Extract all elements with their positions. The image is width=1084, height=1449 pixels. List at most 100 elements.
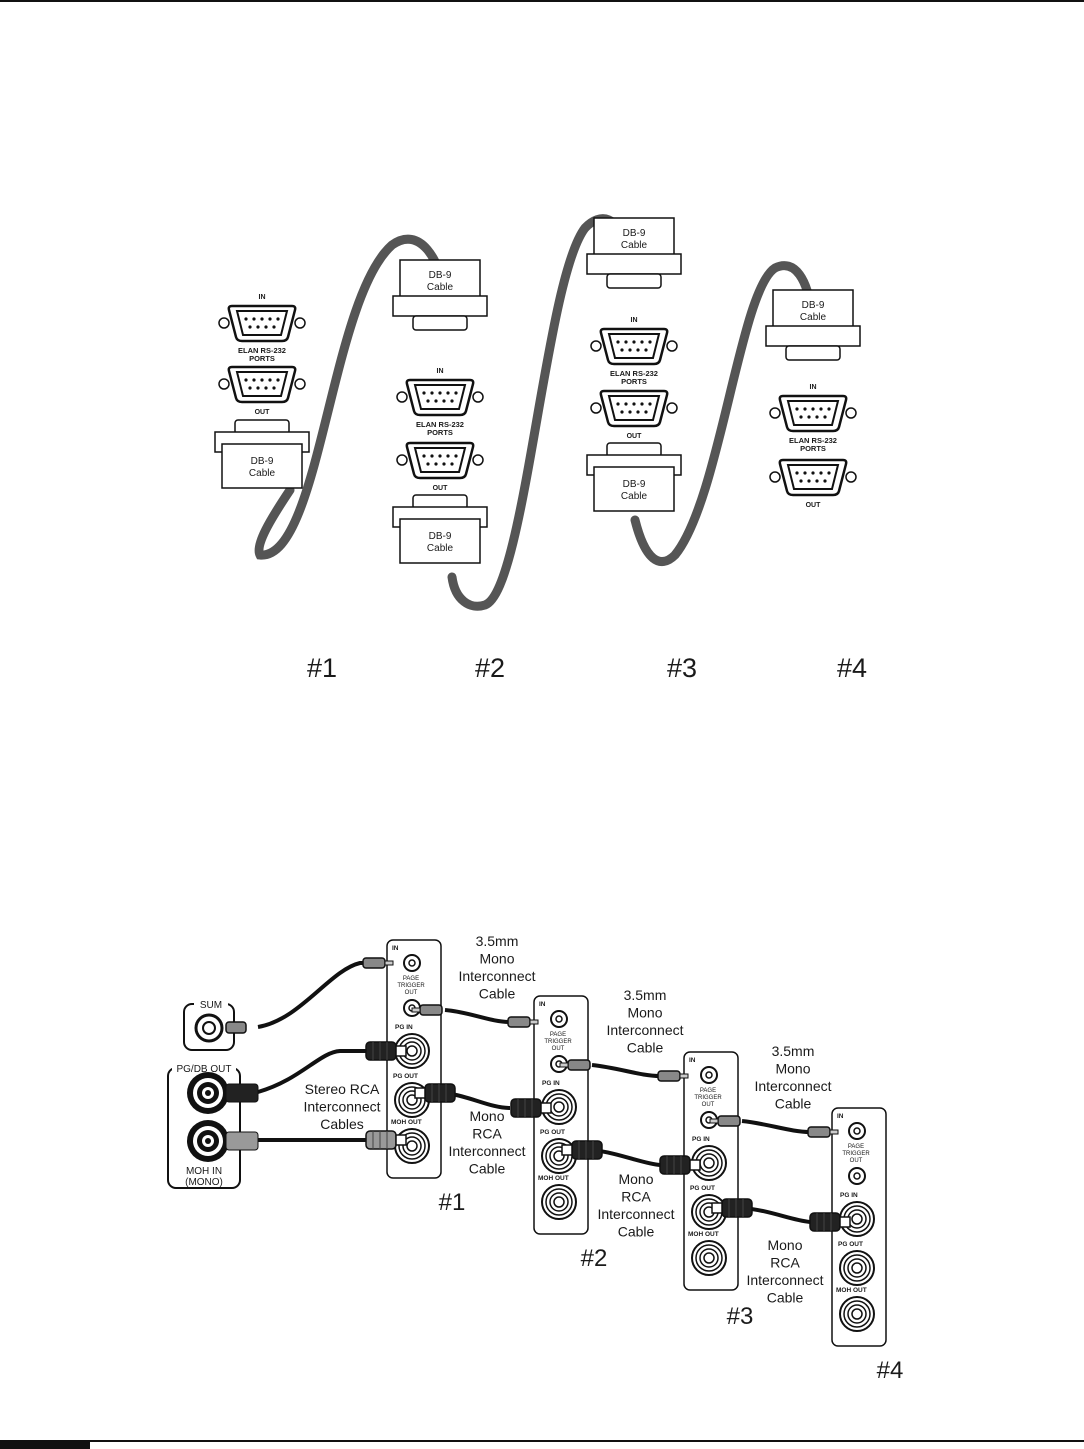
caption-line: Interconnect (458, 968, 535, 984)
pg-in-jack-icon (691, 1145, 727, 1181)
caption-line: Cables (320, 1116, 364, 1132)
caption-line: RCA (621, 1189, 651, 1205)
db9-port-icon (396, 378, 484, 417)
caption-line: RCA (472, 1126, 502, 1142)
db9-cable-label: DB-9 (802, 300, 825, 311)
rca-plug-icon (365, 1041, 407, 1061)
db9-cable-sublabel: Cable (427, 282, 454, 293)
out-label: OUT (255, 409, 271, 416)
panel-in-label: IN (539, 1001, 546, 1008)
panel-in-label: IN (689, 1057, 696, 1064)
db9-port-icon (218, 304, 306, 343)
unit-number: #1 (307, 653, 337, 683)
rca-plug-icon (561, 1140, 603, 1160)
ports-label: ELAN RS-232 (238, 346, 286, 355)
bottom-rule (0, 1440, 1084, 1442)
out-label: OUT (627, 433, 643, 440)
caption-line: Mono (469, 1108, 504, 1124)
caption-line: Interconnect (606, 1022, 683, 1038)
caption-line: Cable (618, 1224, 655, 1240)
pg-in-label: PG IN (542, 1080, 560, 1087)
page-trigger-label: PAGE (550, 1032, 566, 1038)
pg-in-jack-icon (394, 1033, 430, 1069)
page-trigger-label: TRIGGER (842, 1151, 870, 1157)
ports-sublabel: PORTS (427, 428, 453, 437)
pg-in-label: PG IN (395, 1024, 413, 1031)
moh-in-jack-icon (187, 1120, 229, 1162)
page-trigger-label: OUT (850, 1158, 863, 1164)
moh-in-sublabel: (MONO) (185, 1177, 223, 1188)
caption-line: Interconnect (597, 1206, 674, 1222)
db9-port-icon (590, 389, 678, 428)
moh-out-label: MOH OUT (538, 1175, 569, 1182)
pg-out-jack-icon (541, 1138, 577, 1174)
panel-in-label: IN (837, 1113, 844, 1120)
pg-in-label: PG IN (840, 1192, 858, 1199)
caption-line: Mono (618, 1171, 653, 1187)
page-trigger-label: TRIGGER (544, 1039, 572, 1045)
mini-plug-icon (559, 1059, 591, 1071)
caption-line: Stereo RCA (305, 1081, 380, 1097)
pg-out-label: PG OUT (690, 1185, 715, 1192)
caption-line: Interconnect (448, 1143, 525, 1159)
page-trigger-label: PAGE (700, 1088, 716, 1094)
ports-sublabel: PORTS (800, 444, 826, 453)
unit-number: #3 (667, 653, 697, 683)
stereo-plug-top-icon (225, 1083, 259, 1103)
moh-out-jack-icon (691, 1240, 727, 1276)
pgdb-out-jack-icon (187, 1072, 229, 1114)
db9-cable-sublabel: Cable (249, 468, 276, 479)
page-trigger-label: OUT (405, 990, 418, 996)
db9-cable-label: DB-9 (623, 479, 646, 490)
rca-plug-icon (510, 1098, 552, 1118)
audio-unit-number: #2 (581, 1245, 608, 1272)
caption-line: Cable (469, 1161, 506, 1177)
moh-out-jack-icon (839, 1296, 875, 1332)
page-trigger-label: OUT (552, 1046, 565, 1052)
db9-cable-label: DB-9 (251, 456, 274, 467)
mini-plug-icon (411, 1004, 443, 1016)
sum-label: SUM (200, 1000, 222, 1011)
pgdb-out-label: PG/DB OUT (176, 1064, 231, 1075)
caption-line: Mono (627, 1005, 662, 1021)
pg-in-label: PG IN (692, 1136, 710, 1143)
rca-plug-icon (659, 1155, 701, 1175)
ports-label: ELAN RS-232 (610, 369, 658, 378)
mini-plug-icon (709, 1115, 741, 1127)
in-label: IN (259, 294, 266, 301)
in-label: IN (810, 384, 817, 391)
mini-plug-icon (362, 957, 394, 969)
mini-plug-icon (657, 1070, 689, 1082)
moh-out-label: MOH OUT (688, 1231, 719, 1238)
top-rule (0, 0, 1084, 2)
caption-line: Mono (775, 1061, 810, 1077)
out-label: OUT (433, 485, 449, 492)
caption-line: RCA (770, 1255, 800, 1271)
moh-out-label: MOH OUT (391, 1119, 422, 1126)
page-trigger-label: OUT (702, 1102, 715, 1108)
unit-number: #2 (475, 653, 505, 683)
caption-line: 3.5mm (624, 987, 667, 1003)
in-label: IN (437, 368, 444, 375)
db9-cable-sublabel: Cable (621, 491, 648, 502)
page-trigger-label: TRIGGER (694, 1095, 722, 1101)
db9-cable-sublabel: Cable (621, 240, 648, 251)
in-label: IN (631, 317, 638, 324)
db9-cable-loops (254, 214, 817, 611)
db9-cable-sublabel: Cable (427, 543, 454, 554)
